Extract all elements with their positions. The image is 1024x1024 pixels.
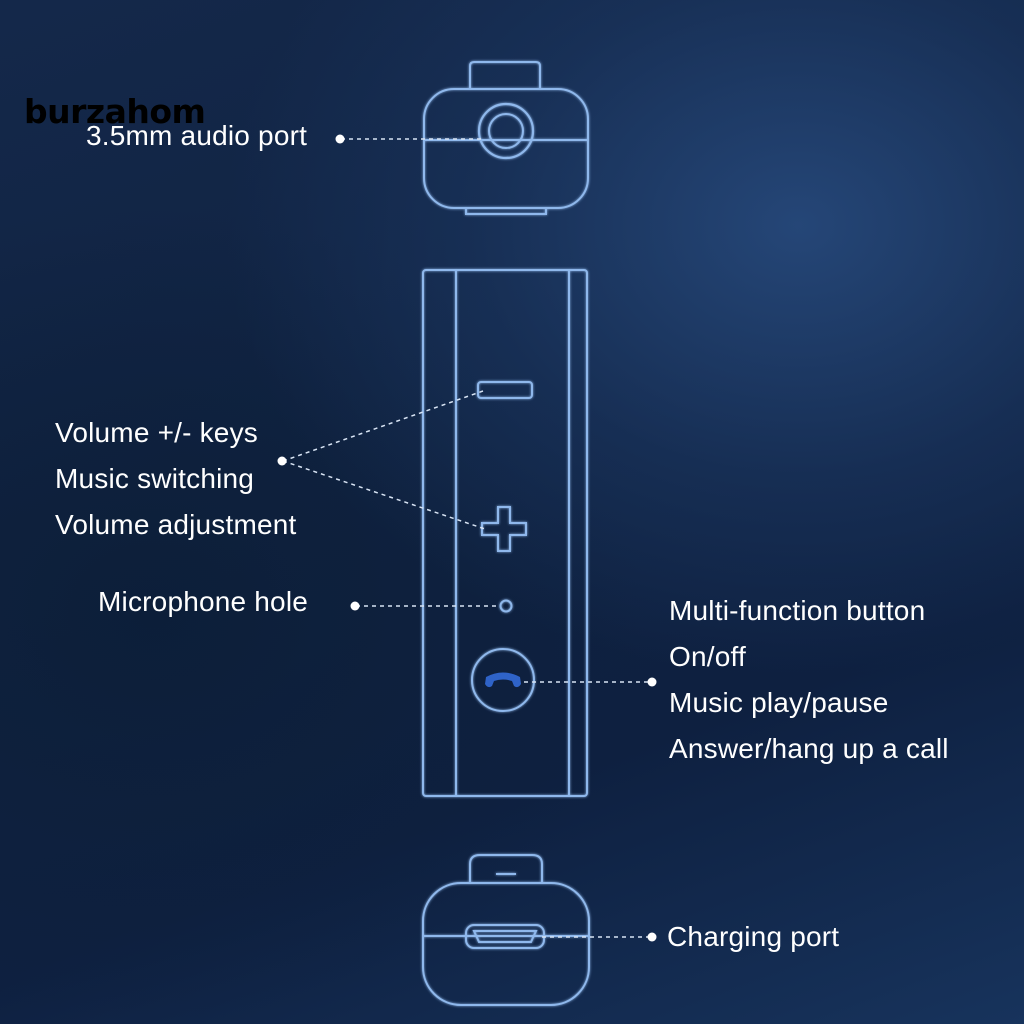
dot-microphone [350,601,360,611]
label-volume-keys-line-3: Volume adjustment [55,509,297,540]
label-multi-function-line-1: Multi-function button [669,595,926,626]
leader-volume-minus [282,390,484,462]
top-end-cap [423,88,589,209]
brand-watermark: burzahom [24,92,206,131]
leader-volume-plus [282,460,486,530]
micro-usb-port-inner [472,930,538,943]
device-top-view [423,61,589,215]
callout-leaders [282,138,651,938]
top-bottom-lip [465,208,547,215]
dot-volume-keys [277,456,287,466]
label-microphone: Microphone hole [98,579,308,625]
clip-tab-bottom [469,854,543,883]
body-outline [422,269,588,797]
volume-minus-key [477,381,533,399]
label-multi-function-line-3: Music play/pause [669,687,889,718]
bottom-end-cap [422,882,590,1006]
audio-port-outer-ring [477,102,535,160]
dot-audio-port [335,134,345,144]
device-bottom-view [422,854,590,1006]
label-audio-port-text: 3.5mm audio port [86,120,308,151]
label-charging-port: Charging port [667,914,839,960]
audio-port-inner-ring [488,113,524,149]
dot-charging-port [647,932,657,942]
microphone-hole [499,599,513,613]
label-multi-function: Multi-function button On/off Music play/… [669,588,949,772]
device-main-body [422,269,588,797]
callout-dots [277,134,657,942]
label-volume-keys: Volume +/- keys Music switching Volume a… [55,410,297,548]
multi-function-button [471,648,535,712]
dot-multi-function [647,677,657,687]
label-multi-function-line-2: On/off [669,641,746,672]
label-multi-function-line-4: Answer/hang up a call [669,733,949,764]
label-volume-keys-line-1: Volume +/- keys [55,417,258,448]
label-volume-keys-line-2: Music switching [55,463,255,494]
label-microphone-text: Microphone hole [98,586,309,617]
label-audio-port: 3.5mm audio port [86,113,307,159]
phone-handset-icon [485,672,521,688]
label-charging-port-text: Charging port [667,921,840,952]
volume-plus-key [481,506,527,552]
clip-tab-top [469,61,541,89]
